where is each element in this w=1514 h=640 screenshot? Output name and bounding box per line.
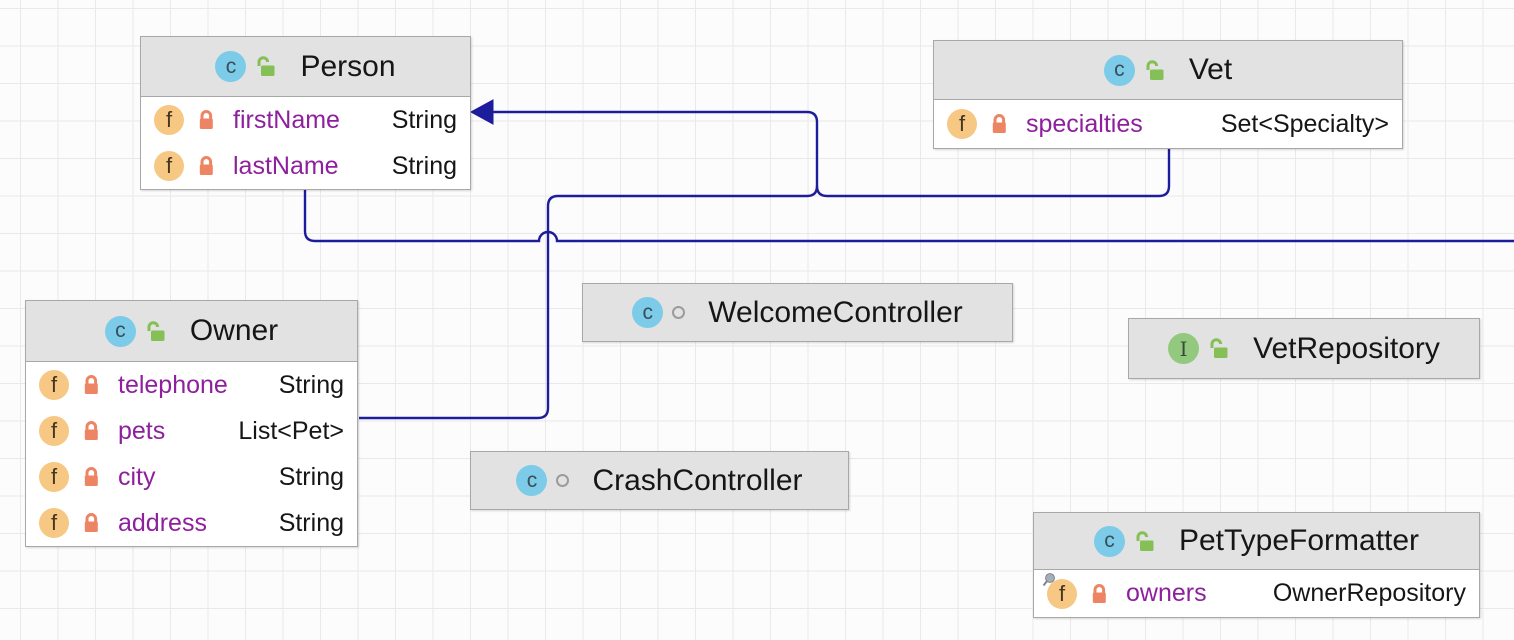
package-visibility-icon (556, 474, 570, 487)
field-row-owners[interactable]: f owners OwnerRepository (1034, 570, 1479, 617)
field-row-firstName[interactable]: f firstName String (141, 97, 470, 143)
field-row-lastName[interactable]: f lastName String (141, 143, 470, 189)
field-icon: f (39, 508, 69, 538)
unlocked-icon (1210, 338, 1228, 358)
class-node-crash-controller[interactable]: c CrashController (470, 451, 849, 510)
field-name: firstName (233, 105, 340, 134)
field-row-pets[interactable]: f pets List<Pet> (26, 408, 357, 454)
field-type: Set<Specialty> (1220, 109, 1389, 138)
edge-person-offscreen-right[interactable] (303, 190, 1514, 243)
private-lock-icon (197, 109, 216, 131)
class-icon: c (215, 51, 247, 82)
private-lock-icon (1090, 583, 1109, 605)
person-header[interactable]: c Person (141, 37, 470, 97)
field-type: String (278, 508, 344, 537)
class-node-pet-type-formatter[interactable]: c PetTypeFormatter f owners OwnerReposit… (1033, 512, 1480, 618)
private-lock-icon (197, 155, 216, 177)
unlocked-icon (1146, 59, 1164, 80)
field-icon: f (39, 462, 69, 492)
class-node-vet[interactable]: c Vet f specialties Set<Specialty> (933, 40, 1403, 149)
field-icon: f (154, 105, 184, 135)
edge-vet-extends-person[interactable] (492, 110, 1171, 198)
field-name: city (118, 462, 156, 491)
field-name: telephone (118, 370, 228, 399)
field-row-specialties[interactable]: f specialties Set<Specialty> (934, 100, 1402, 148)
private-lock-icon (82, 420, 101, 442)
field-name: owners (1126, 579, 1207, 607)
field-icon: f (154, 151, 184, 181)
class-title: WelcomeController (708, 295, 963, 329)
pet-type-formatter-header[interactable]: c PetTypeFormatter (1034, 513, 1479, 570)
class-title: Owner (189, 314, 279, 347)
final-pin-icon (1042, 572, 1055, 586)
class-title: CrashController (592, 463, 803, 497)
field-icon: f (39, 416, 69, 446)
field-icon: f (947, 109, 977, 139)
field-name: address (118, 508, 207, 537)
crash-controller-header[interactable]: c CrashController (471, 452, 848, 509)
field-row-telephone[interactable]: f telephone String (26, 362, 357, 408)
class-title: Person (300, 49, 396, 83)
private-lock-icon (82, 512, 101, 534)
class-node-owner[interactable]: c Owner f telephone String f (25, 300, 358, 547)
private-lock-icon (990, 113, 1009, 135)
vet-header[interactable]: c Vet (934, 41, 1402, 100)
class-node-person[interactable]: c Person f firstName String f (140, 36, 471, 190)
field-type: String (278, 370, 344, 399)
unlocked-icon (257, 56, 275, 76)
edge-owner-extends-person[interactable] (359, 185, 819, 420)
private-lock-icon (82, 466, 101, 488)
field-name: pets (118, 416, 166, 445)
field-type: String (391, 105, 457, 134)
inheritance-arrowhead-icon (469, 99, 494, 125)
field-type: String (391, 151, 457, 180)
owner-header[interactable]: c Owner (26, 301, 357, 362)
welcome-controller-header[interactable]: c WelcomeController (583, 284, 1012, 341)
class-icon: c (1103, 54, 1135, 86)
field-icon: f (1047, 578, 1077, 609)
interface-node-vet-repository[interactable]: I VetRepository (1128, 318, 1480, 379)
class-title: Vet (1188, 53, 1233, 86)
interface-icon: I (1168, 333, 1200, 364)
interface-title: VetRepository (1253, 331, 1440, 365)
field-type: OwnerRepository (1272, 579, 1466, 607)
class-icon: c (516, 465, 548, 496)
class-icon: c (104, 315, 136, 347)
field-type: List<Pet> (238, 416, 344, 445)
class-title: PetTypeFormatter (1178, 524, 1420, 557)
class-icon: c (1093, 525, 1125, 557)
package-visibility-icon (672, 306, 686, 319)
field-name: lastName (233, 151, 339, 180)
field-icon: f (39, 370, 69, 400)
field-type: String (278, 462, 344, 491)
class-icon: c (632, 297, 664, 328)
field-name: specialties (1026, 109, 1143, 138)
unlocked-icon (1136, 530, 1154, 551)
field-row-address[interactable]: f address String (26, 500, 357, 546)
field-row-city[interactable]: f city String (26, 454, 357, 500)
private-lock-icon (82, 374, 101, 396)
unlocked-icon (147, 320, 165, 341)
class-node-welcome-controller[interactable]: c WelcomeController (582, 283, 1013, 342)
vet-repository-header[interactable]: I VetRepository (1129, 319, 1479, 378)
